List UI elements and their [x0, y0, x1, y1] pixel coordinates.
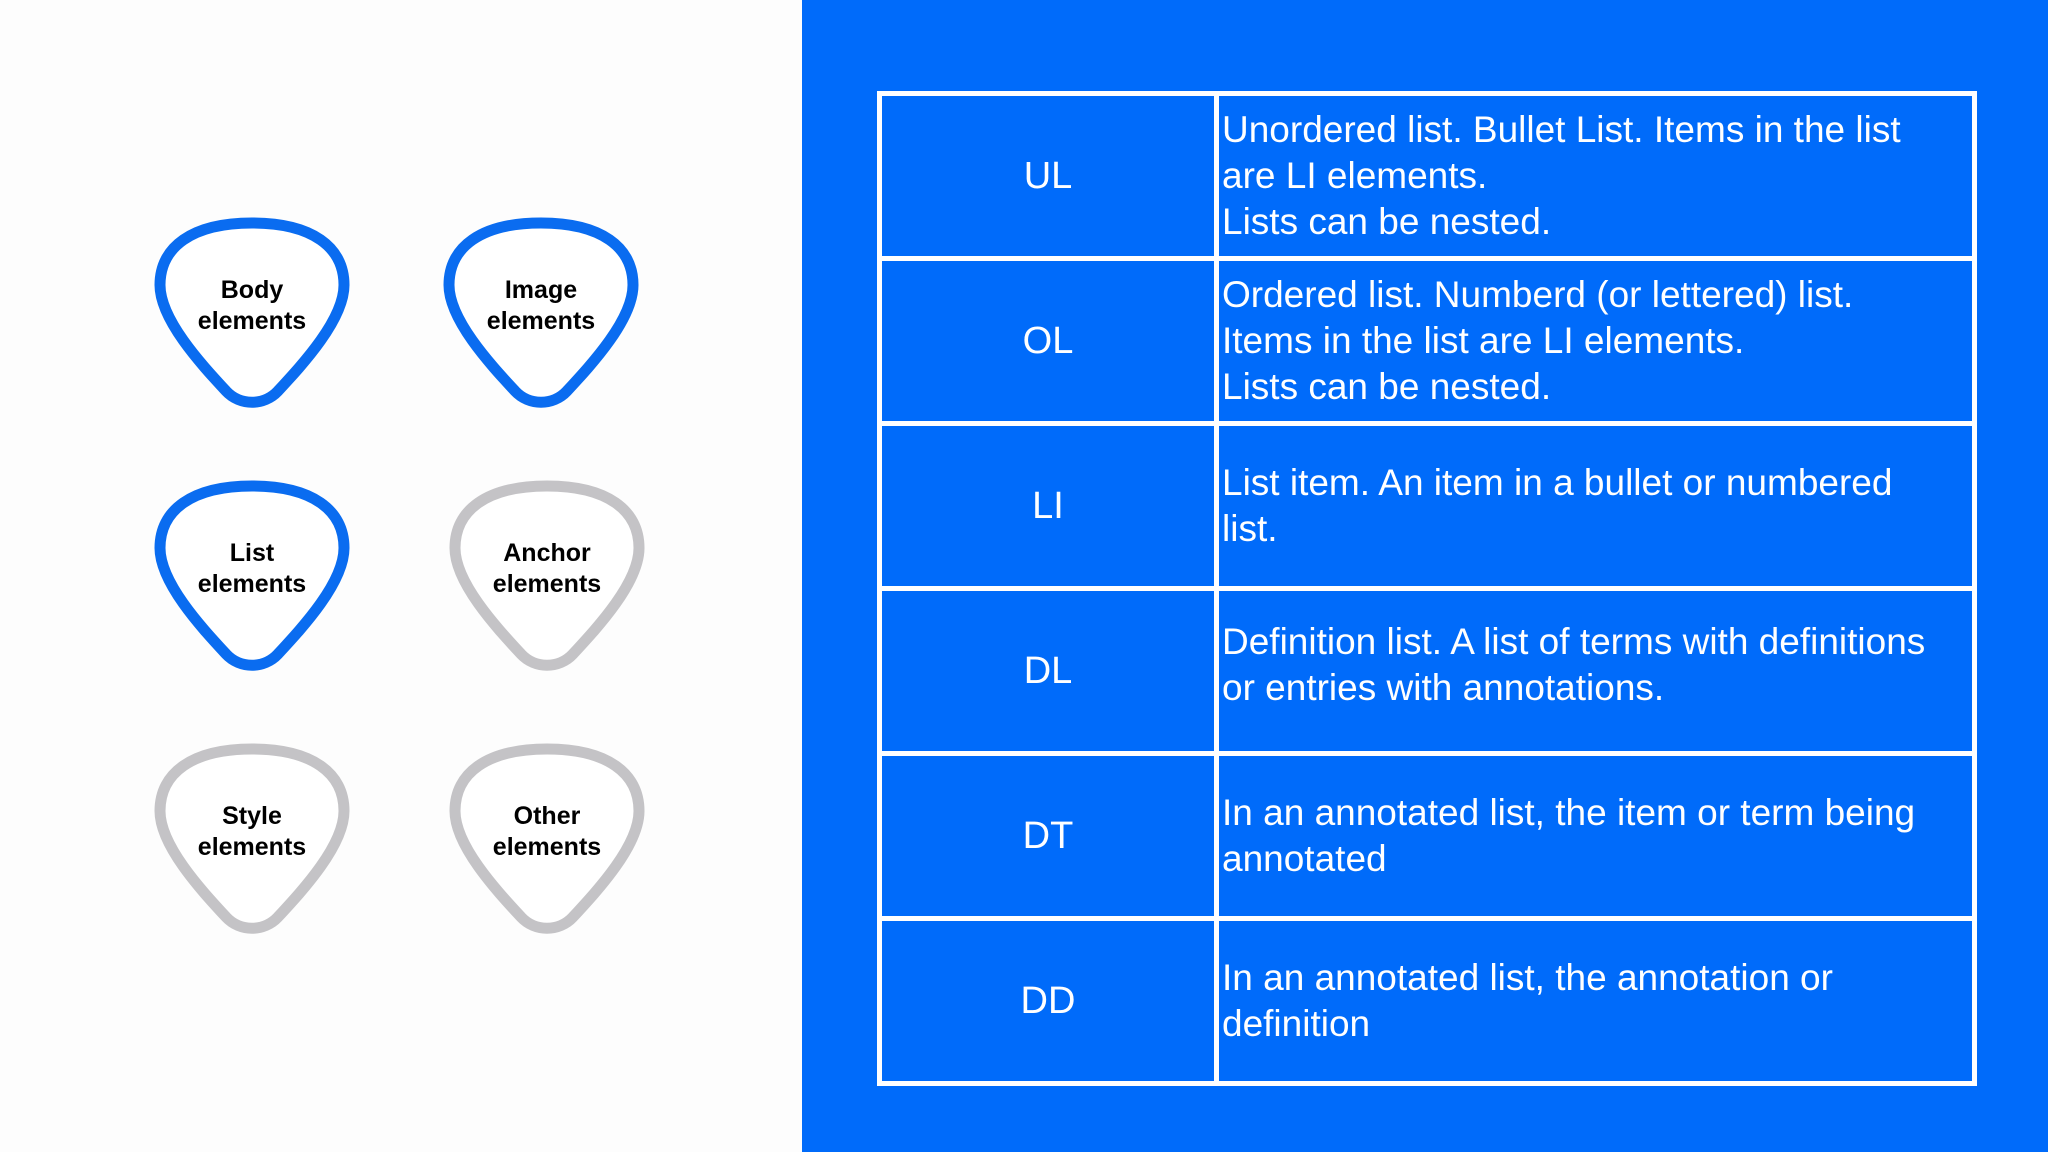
- description-cell: In an annotated list, the annotation or …: [1214, 916, 1977, 1086]
- category-list-elements[interactable]: List elements: [152, 478, 352, 673]
- table-row: UL Unordered list. Bullet List. Items in…: [877, 91, 1977, 261]
- category-style-elements[interactable]: Style elements: [152, 741, 352, 936]
- category-label: List elements: [197, 539, 307, 598]
- list-elements-table: UL Unordered list. Bullet List. Items in…: [877, 91, 1977, 1086]
- pick-shape-icon: [154, 480, 350, 671]
- category-image-elements[interactable]: Image elements: [441, 215, 641, 410]
- tag-cell: DL: [877, 586, 1219, 756]
- pick-shape-icon: [449, 743, 645, 934]
- tag-cell: LI: [877, 421, 1219, 591]
- category-other-elements[interactable]: Other elements: [447, 741, 647, 936]
- table-row: LI List item. An item in a bullet or num…: [877, 421, 1977, 591]
- category-label: Image elements: [486, 276, 596, 335]
- table-row: OL Ordered list. Numberd (or lettered) l…: [877, 256, 1977, 426]
- pick-shape-icon: [443, 217, 639, 408]
- description-cell: In an annotated list, the item or term b…: [1214, 751, 1977, 921]
- table-row: DD In an annotated list, the annotation …: [877, 916, 1977, 1086]
- category-body-elements[interactable]: Body elements: [152, 215, 352, 410]
- category-panel: Body elements Image elements List elemen…: [0, 0, 802, 1152]
- pick-shape-icon: [154, 743, 350, 934]
- pick-shape-icon: [449, 480, 645, 671]
- category-label: Other elements: [492, 802, 602, 861]
- category-label: Style elements: [197, 802, 307, 861]
- tag-cell: DD: [877, 916, 1219, 1086]
- tag-cell: OL: [877, 256, 1219, 426]
- category-label: Body elements: [197, 276, 307, 335]
- tag-cell: DT: [877, 751, 1219, 921]
- table-row: DL Definition list. A list of terms with…: [877, 586, 1977, 756]
- description-cell: Definition list. A list of terms with de…: [1214, 586, 1977, 756]
- description-cell: Ordered list. Numberd (or lettered) list…: [1214, 256, 1977, 426]
- category-anchor-elements[interactable]: Anchor elements: [447, 478, 647, 673]
- tag-cell: UL: [877, 91, 1219, 261]
- description-cell: Unordered list. Bullet List. Items in th…: [1214, 91, 1977, 261]
- table-row: DT In an annotated list, the item or ter…: [877, 751, 1977, 921]
- pick-shape-icon: [154, 217, 350, 408]
- category-label: Anchor elements: [492, 539, 602, 598]
- description-cell: List item. An item in a bullet or number…: [1214, 421, 1977, 591]
